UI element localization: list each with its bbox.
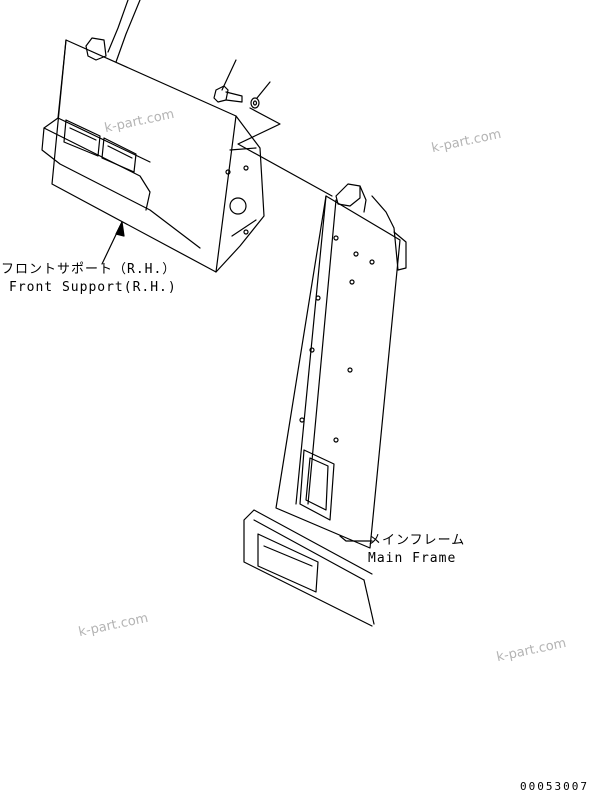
assembly-guide-line: [237, 107, 333, 197]
washer-part: [250, 81, 271, 109]
front-support-part: [41, 0, 265, 273]
leader-line-main-frame: [339, 535, 373, 542]
leader-arrow-front-support: [101, 221, 125, 265]
bolt-part: [213, 59, 243, 103]
main-frame-part: [243, 183, 407, 627]
front-support-label-jp: フロントサポート（R.H.）: [1, 262, 177, 277]
front-support-label-en: Front Support(R.H.): [9, 280, 177, 295]
main-frame-label-jp: メインフレーム: [368, 533, 466, 548]
main-frame-label-en: Main Frame: [368, 551, 457, 566]
drawing-number: 00053007: [520, 780, 589, 793]
